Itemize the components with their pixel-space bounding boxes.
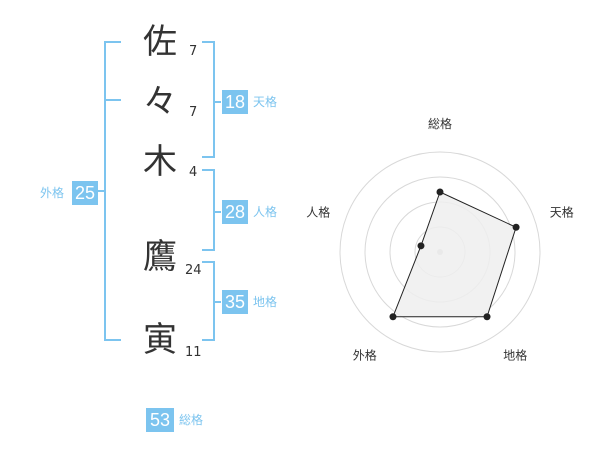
stroke-count-1: 7 (189, 44, 198, 59)
radar-axis-label-4: 外格 (353, 348, 377, 363)
jinkaku-badge: 28 (222, 200, 248, 224)
name-char-5: 寅 (143, 320, 177, 360)
radar-axis-label-3: 地格 (503, 348, 527, 363)
radar-point-5 (417, 242, 425, 250)
radar-point-1 (436, 188, 444, 196)
stroke-count-5: 11 (185, 345, 202, 360)
name-char-4: 鷹 (143, 237, 177, 277)
radar-series-polygon (392, 191, 517, 318)
jinkaku-label: 人格 (253, 205, 278, 219)
stroke-count-3: 4 (189, 165, 198, 180)
radar-grid-ring-3 (364, 176, 516, 328)
name-char-2: 々 (143, 82, 177, 122)
soukaku-label: 総格 (179, 413, 204, 427)
soukaku-badge: 53 (146, 408, 174, 432)
radar-axis-label-2: 天格 (550, 204, 574, 219)
chikaku-badge: 35 (222, 290, 248, 314)
gaikaku-badge: 25 (72, 181, 98, 205)
tenkaku-badge: 18 (222, 90, 248, 114)
tenkaku-label: 天格 (253, 95, 278, 109)
name-char-1: 佐 (143, 22, 177, 62)
stroke-count-2: 7 (189, 105, 198, 120)
radar-axis-label-5: 人格 (306, 204, 330, 219)
radar-axis-label-1: 総格 (428, 116, 452, 131)
name-char-3: 木 (143, 142, 177, 182)
stroke-count-4: 24 (185, 263, 202, 278)
gaikaku-label: 外格 (40, 186, 65, 200)
radar-grid-ring-4 (339, 151, 541, 353)
radar-point-4 (389, 313, 397, 321)
radar-point-3 (483, 313, 491, 321)
chikaku-label: 地格 (253, 295, 278, 309)
radar-point-2 (512, 223, 520, 231)
